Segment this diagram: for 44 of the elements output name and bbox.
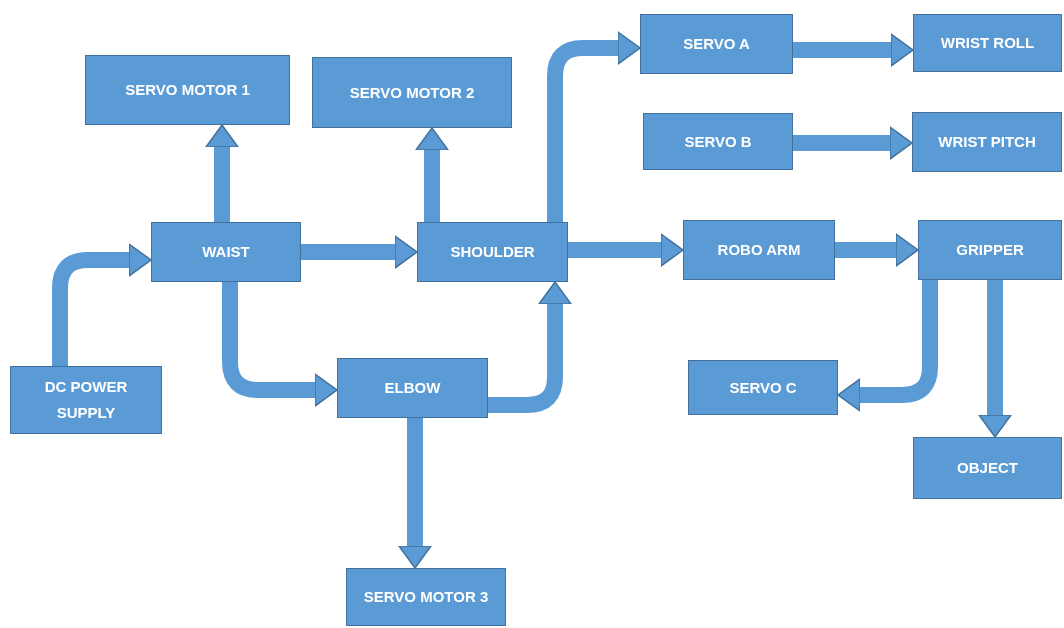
box-label: SERVO B bbox=[684, 131, 752, 152]
block-arrow bbox=[205, 124, 239, 222]
box-label: DC POWER SUPPLY bbox=[43, 377, 129, 423]
process-box bbox=[85, 55, 290, 125]
process-box bbox=[913, 14, 1062, 72]
process-box bbox=[337, 358, 488, 418]
block-arrow bbox=[837, 280, 938, 412]
box-label: SERVO MOTOR 2 bbox=[349, 82, 475, 103]
box-label: SERVO MOTOR 3 bbox=[363, 587, 489, 607]
process-box bbox=[683, 220, 835, 280]
process-box bbox=[10, 366, 162, 434]
block-arrow bbox=[793, 33, 914, 67]
block-arrow bbox=[835, 233, 919, 267]
process-box bbox=[912, 112, 1062, 172]
block-arrow bbox=[415, 127, 449, 222]
box-label: SERVO C bbox=[729, 377, 797, 398]
block-arrow bbox=[978, 280, 1012, 438]
process-box bbox=[151, 222, 301, 282]
process-box bbox=[640, 14, 793, 74]
box-label: WRIST ROLL bbox=[940, 33, 1035, 53]
process-box bbox=[688, 360, 838, 415]
process-box bbox=[913, 437, 1062, 499]
box-label: SERVO A bbox=[683, 34, 750, 54]
block-arrow bbox=[222, 282, 338, 407]
box-label: SERVO MOTOR 1 bbox=[125, 80, 250, 100]
process-box bbox=[417, 222, 568, 282]
process-box bbox=[346, 568, 506, 626]
box-label: ELBOW bbox=[384, 378, 441, 398]
block-arrow bbox=[488, 281, 572, 413]
box-label: SHOULDER bbox=[450, 242, 535, 262]
block-arrow bbox=[568, 233, 684, 267]
block-arrow bbox=[52, 243, 152, 366]
block-arrow bbox=[547, 31, 641, 222]
block-arrow bbox=[398, 418, 432, 569]
box-label: ROBO ARM bbox=[717, 240, 801, 260]
box-label: WRIST PITCH bbox=[938, 132, 1036, 152]
box-label: GRIPPER bbox=[956, 240, 1024, 260]
block-arrow bbox=[301, 235, 418, 269]
process-box bbox=[312, 57, 512, 128]
block-arrow bbox=[793, 126, 913, 160]
box-label: OBJECT bbox=[957, 458, 1018, 478]
box-label: WAIST bbox=[202, 242, 250, 262]
process-box bbox=[918, 220, 1062, 280]
process-box bbox=[643, 113, 793, 170]
